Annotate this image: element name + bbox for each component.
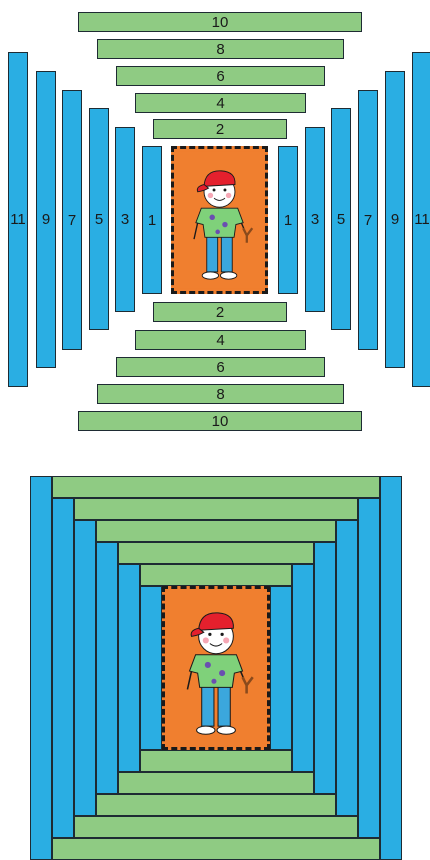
- assembled-green-top-2: [140, 564, 292, 586]
- blue-strip-left-11: 11: [8, 52, 28, 387]
- blue-strip-right-9: 9: [385, 71, 405, 368]
- blue-strip-right-5: 5: [331, 108, 351, 330]
- green-strip-bottom-10: 10: [78, 411, 362, 431]
- center-image-assembled: [162, 586, 270, 750]
- green-strip-top-8: 8: [97, 39, 344, 59]
- green-strip-top-4: 4: [135, 93, 306, 113]
- assembled-blue-right-11: [380, 476, 402, 860]
- assembled-blue-right-3: [292, 564, 314, 772]
- center-image-exploded: [171, 146, 268, 294]
- assembled-green-bottom-2: [140, 750, 292, 772]
- assembled-blue-left-11: [30, 476, 52, 860]
- assembled-green-bottom-4: [118, 772, 314, 794]
- assembled-green-top-10: [52, 476, 380, 498]
- assembled-green-bottom-6: [96, 794, 336, 816]
- assembled-green-bottom-10: [52, 838, 380, 860]
- assembled-blue-left-1: [140, 586, 162, 750]
- green-strip-bottom-8: 8: [97, 384, 344, 404]
- assembled-blue-right-5: [314, 542, 336, 794]
- blue-strip-left-3: 3: [115, 127, 135, 312]
- assembled-blue-left-3: [118, 564, 140, 772]
- blue-strip-right-3: 3: [305, 127, 325, 312]
- blue-strip-left-5: 5: [89, 108, 109, 330]
- assembled-block: [30, 476, 402, 860]
- assembled-blue-right-7: [336, 520, 358, 816]
- boy-with-slingshot-icon: [174, 149, 265, 291]
- blue-strip-left-1: 1: [142, 146, 162, 294]
- blue-strip-right-1: 1: [278, 146, 298, 294]
- assembled-blue-left-7: [74, 520, 96, 816]
- green-strip-bottom-2: 2: [153, 302, 287, 322]
- blue-strip-left-9: 9: [36, 71, 56, 368]
- boy-with-slingshot-icon: [165, 589, 267, 747]
- green-strip-bottom-6: 6: [116, 357, 325, 377]
- green-strip-top-2: 2: [153, 119, 287, 139]
- green-strip-top-10: 10: [78, 12, 362, 32]
- assembled-blue-left-5: [96, 542, 118, 794]
- blue-strip-left-7: 7: [62, 90, 82, 350]
- blue-strip-right-7: 7: [358, 90, 378, 350]
- assembled-green-top-6: [96, 520, 336, 542]
- green-strip-top-6: 6: [116, 66, 325, 86]
- assembled-blue-left-9: [52, 498, 74, 838]
- assembled-green-bottom-8: [74, 816, 358, 838]
- assembled-green-top-4: [118, 542, 314, 564]
- assembled-blue-right-9: [358, 498, 380, 838]
- blue-strip-right-11: 11: [412, 52, 430, 387]
- green-strip-bottom-4: 4: [135, 330, 306, 350]
- assembled-blue-right-1: [270, 586, 292, 750]
- assembled-green-top-8: [74, 498, 358, 520]
